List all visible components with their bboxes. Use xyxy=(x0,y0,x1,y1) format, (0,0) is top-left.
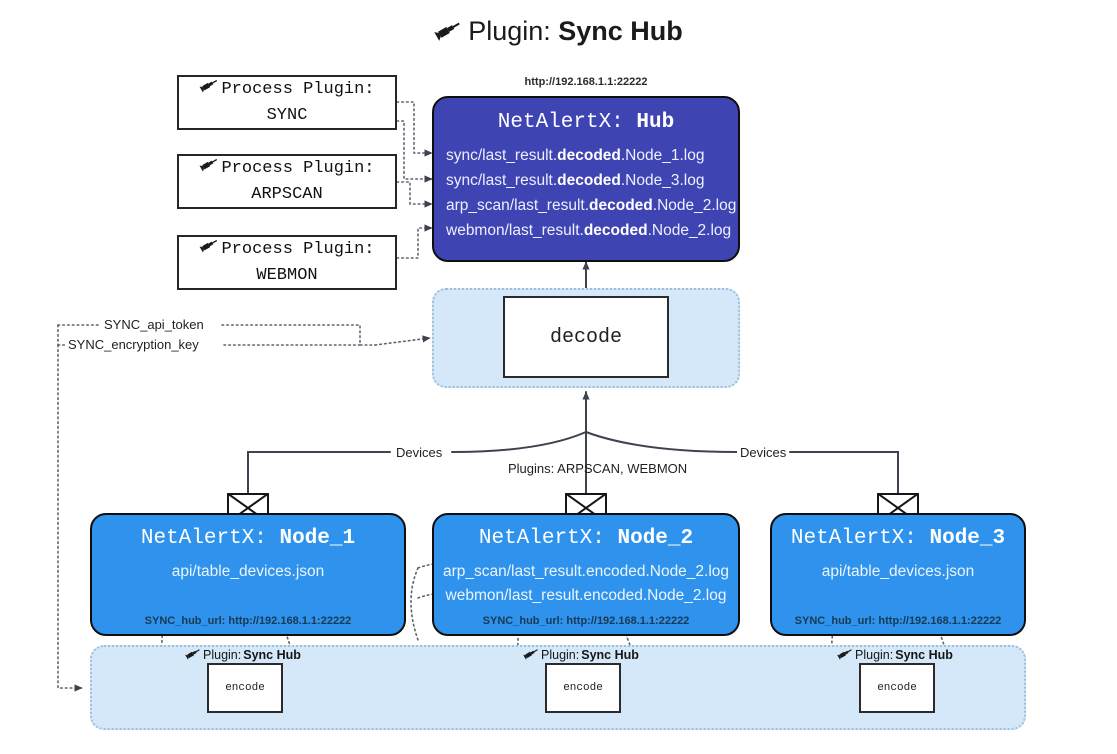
edge-sync-to-hub-row2 xyxy=(396,120,433,183)
node-title: NetAlertX: Node_3 xyxy=(772,527,1024,550)
node-title-prefix: NetAlertX: xyxy=(478,527,605,550)
plug-icon xyxy=(523,646,539,664)
edge-node3-envelope-curve xyxy=(585,431,738,453)
node-footer: SYNC_hub_url: http://192.168.1.1:22222 xyxy=(482,615,690,627)
node-line: arp_scan/last_result.encoded.Node_2.log xyxy=(442,563,730,580)
plugin-tag-name: Sync Hub xyxy=(243,648,301,662)
plugin-tag-prefix: Plugin: xyxy=(541,648,580,662)
process-plugin-label: Process Plugin: xyxy=(221,79,375,99)
page-title: Plugin: Sync Hub xyxy=(0,16,1117,50)
sync-encryption-key-label: SYNC_encryption_key xyxy=(65,337,202,352)
node-footer: SYNC_hub_url: http://192.168.1.1:22222 xyxy=(144,615,352,627)
node-lines: arp_scan/last_result.encoded.Node_2.log … xyxy=(434,560,738,608)
node-line: webmon/last_result.encoded.Node_2.log xyxy=(445,587,727,604)
edge-webmon-to-hub-row4 xyxy=(396,224,433,259)
sync-api-token-label: SYNC_api_token xyxy=(101,317,207,332)
plug-icon xyxy=(434,17,462,50)
edge-enckey-to-encode-cluster xyxy=(57,344,83,692)
edge-node1-envelope-seg-left xyxy=(247,451,391,496)
hub-title-prefix: NetAlertX: xyxy=(497,111,624,134)
process-plugin-box-arpscan[interactable]: Process Plugin: ARPSCAN xyxy=(177,154,397,209)
devices-right-label: Devices xyxy=(737,445,790,460)
node-line: api/table_devices.json xyxy=(821,563,975,580)
edge-node3-envelope-seg-right xyxy=(789,451,899,496)
plug-icon xyxy=(837,646,853,664)
edge-sync-to-hub-row1 xyxy=(396,101,433,157)
process-plugin-label: Process Plugin: xyxy=(221,239,375,259)
encode-box-3[interactable]: encode xyxy=(859,663,935,713)
encode-label: encode xyxy=(225,682,265,694)
plugin-tag-prefix: Plugin: xyxy=(203,648,242,662)
node-title-prefix: NetAlertX: xyxy=(140,527,267,550)
hub-log-rows: sync/last_result.decoded.Node_1.log sync… xyxy=(434,143,738,243)
plug-icon xyxy=(199,155,219,183)
edge-api-token-right xyxy=(221,324,376,346)
plug-icon xyxy=(185,646,201,664)
node-box-node-1[interactable]: NetAlertX: Node_1 api/table_devices.json… xyxy=(90,513,406,636)
hub-log-row: sync/last_result.decoded.Node_3.log xyxy=(446,172,705,189)
node-title-name: Node_2 xyxy=(617,527,694,550)
process-plugin-name: SYNC xyxy=(266,106,308,125)
encode-box-2[interactable]: encode xyxy=(545,663,621,713)
process-plugin-box-sync[interactable]: Process Plugin: SYNC xyxy=(177,75,397,130)
process-plugin-label: Process Plugin: xyxy=(221,158,375,178)
encode-label: encode xyxy=(877,682,917,694)
plug-icon xyxy=(199,236,219,264)
plugins-middle-label: Plugins: ARPSCAN, WEBMON xyxy=(508,461,688,476)
node-title-name: Node_1 xyxy=(279,527,356,550)
hub-log-row: sync/last_result.decoded.Node_1.log xyxy=(446,147,705,164)
decode-label: decode xyxy=(549,325,622,349)
hub-title: NetAlertX: Hub xyxy=(434,111,738,134)
node-title: NetAlertX: Node_2 xyxy=(434,527,738,550)
plugin-tag-encode-2: Plugin: Sync Hub xyxy=(523,646,639,664)
hub-log-row: arp_scan/last_result.decoded.Node_2.log xyxy=(446,197,737,214)
process-plugin-name: ARPSCAN xyxy=(251,185,323,204)
node-box-node-3[interactable]: NetAlertX: Node_3 api/table_devices.json… xyxy=(770,513,1026,636)
encode-box-1[interactable]: encode xyxy=(207,663,283,713)
node-title-prefix: NetAlertX: xyxy=(790,527,917,550)
hub-url-caption: http://192.168.1.1:22222 xyxy=(524,76,648,88)
edge-node1-envelope-curve xyxy=(451,431,587,453)
plug-icon xyxy=(199,76,219,104)
plugin-tag-encode-1: Plugin: Sync Hub xyxy=(185,646,301,664)
edge-token-to-decode xyxy=(374,335,431,346)
devices-left-label: Devices xyxy=(393,445,446,460)
node-lines: api/table_devices.json xyxy=(772,560,1024,584)
page-title-name: Sync Hub xyxy=(558,16,683,46)
process-plugin-name: WEBMON xyxy=(256,266,318,285)
plugin-tag-prefix: Plugin: xyxy=(855,648,894,662)
plugin-tag-name: Sync Hub xyxy=(581,648,639,662)
process-plugin-box-webmon[interactable]: Process Plugin: WEBMON xyxy=(177,235,397,290)
hub-node[interactable]: NetAlertX: Hub sync/last_result.decoded.… xyxy=(432,96,740,262)
node-footer: SYNC_hub_url: http://192.168.1.1:22222 xyxy=(794,615,1002,627)
node-line: api/table_devices.json xyxy=(171,563,325,580)
node-lines: api/table_devices.json xyxy=(92,560,404,584)
edge-arpscan-to-hub-row3 xyxy=(396,181,433,208)
hub-log-row: webmon/last_result.decoded.Node_2.log xyxy=(446,222,732,239)
node-title-name: Node_3 xyxy=(929,527,1006,550)
decode-box[interactable]: decode xyxy=(503,296,669,378)
encode-label: encode xyxy=(563,682,603,694)
page-title-prefix: Plugin: xyxy=(468,16,551,46)
hub-title-name: Hub xyxy=(636,111,675,134)
plugin-tag-name: Sync Hub xyxy=(895,648,953,662)
plugin-tag-encode-3: Plugin: Sync Hub xyxy=(837,646,953,664)
node-title: NetAlertX: Node_1 xyxy=(92,527,404,550)
node-box-node-2[interactable]: NetAlertX: Node_2 arp_scan/last_result.e… xyxy=(432,513,740,636)
edge-node2-left-curve xyxy=(410,567,419,641)
